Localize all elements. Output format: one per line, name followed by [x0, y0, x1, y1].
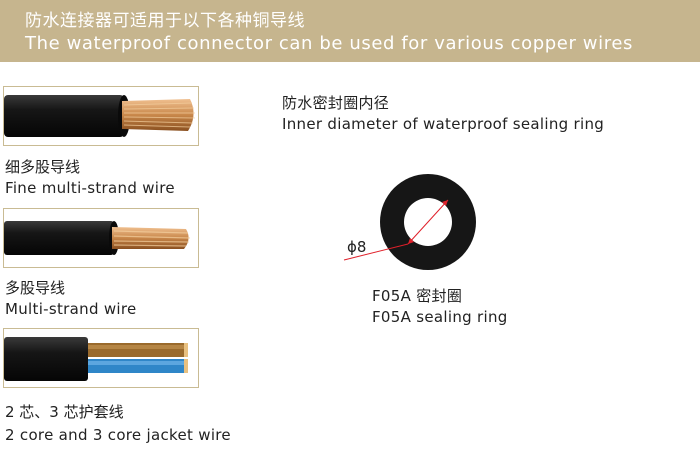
jacket-wire-label-en: 2 core and 3 core jacket wire — [5, 426, 231, 444]
sealing-ring-diagram — [343, 174, 476, 270]
jacket-wire-image — [3, 328, 199, 388]
multi-strand-label-cn: 多股导线 — [5, 279, 66, 297]
ring-model-en: F05A sealing ring — [372, 308, 508, 326]
fine-strand-label-en: Fine multi-strand wire — [5, 179, 175, 197]
ring-model-cn: F05A 密封圈 — [372, 287, 463, 305]
multi-strand-label-en: Multi-strand wire — [5, 300, 137, 318]
header-title-cn: 防水连接器可适用于以下各种铜导线 — [25, 11, 305, 31]
ring-title-en: Inner diameter of waterproof sealing rin… — [282, 115, 605, 133]
jacket-wire-label-cn: 2 芯、3 芯护套线 — [5, 403, 124, 421]
fine-strand-wire-image — [3, 86, 199, 146]
multi-strand-wire-image — [3, 208, 199, 268]
fine-strand-label-cn: 细多股导线 — [5, 158, 81, 176]
ring-title-cn: 防水密封圈内径 — [282, 94, 390, 112]
header-title-en: The waterproof connector can be used for… — [25, 33, 633, 54]
leader-line — [343, 243, 409, 261]
diameter-label: ϕ8 — [347, 238, 367, 256]
header-banner: 防水连接器可适用于以下各种铜导线 The waterproof connecto… — [0, 0, 700, 62]
dimension-line — [407, 199, 449, 245]
